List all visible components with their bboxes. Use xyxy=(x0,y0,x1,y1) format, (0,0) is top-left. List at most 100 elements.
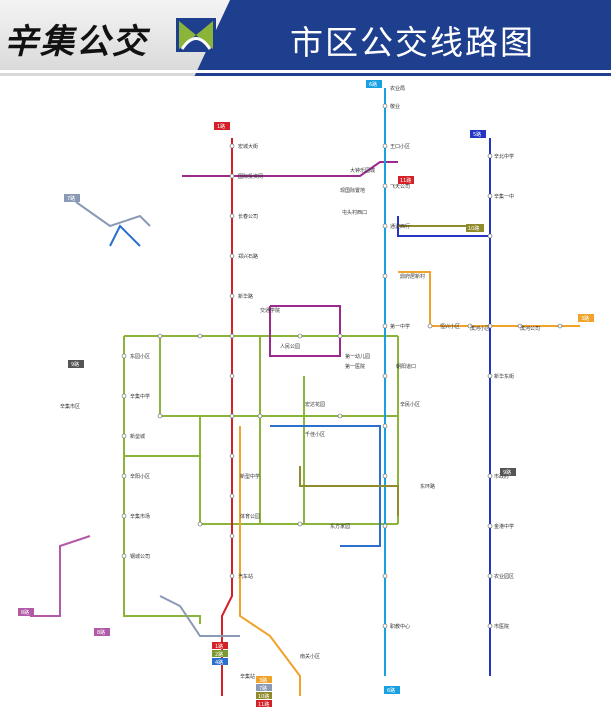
station-label: 金港中学 xyxy=(494,523,514,530)
header-right-panel xyxy=(270,0,611,76)
route-badge-label: 6路 xyxy=(387,687,395,694)
route-badge-label: 11路 xyxy=(258,701,269,708)
route-badge xyxy=(256,684,272,691)
station-label: 恒兴小区 xyxy=(440,323,460,330)
station-label: 新垒城 xyxy=(130,433,145,440)
route-badge xyxy=(212,658,228,665)
station-label: 第一幼儿园 xyxy=(345,353,370,360)
route-badge xyxy=(212,650,228,657)
station-label: 东环路 xyxy=(420,483,435,490)
header-banner: 辛集公交 市区公交线路图 xyxy=(0,0,611,76)
station-label: 新型中学 xyxy=(240,473,260,480)
station-label: 市医院 xyxy=(494,623,509,630)
route-badge-label: 9路 xyxy=(71,361,79,368)
station-label: 宏达花园 xyxy=(305,401,325,408)
route-badge xyxy=(64,194,80,202)
route-badge-label: 2路 xyxy=(215,651,223,658)
station-label: 人民公园 xyxy=(280,344,300,350)
station-label: 屯头村西口 xyxy=(342,209,367,216)
station-label: 体育公园 xyxy=(240,513,260,520)
station-label: 钢城公司 xyxy=(130,553,150,560)
station-label: 宏城大街 xyxy=(238,143,258,150)
brand-name: 辛集公交 xyxy=(4,22,148,62)
route-badge xyxy=(366,80,382,88)
route-badge xyxy=(68,360,84,368)
station-label: 新华路 xyxy=(238,293,253,300)
station-label: 汽车站 xyxy=(238,573,253,580)
bus-logo-icon xyxy=(176,18,216,52)
route-badge-label: 3路 xyxy=(581,315,589,322)
route-badge xyxy=(212,642,228,649)
route-badge xyxy=(18,608,34,616)
route-badge-label: 5路 xyxy=(473,131,481,138)
station-label: 辛集市场 xyxy=(130,513,150,520)
station-label: 飞天公司 xyxy=(390,184,410,190)
page-title: 市区公交线路图 xyxy=(290,23,535,62)
route-line-5 xyxy=(397,138,491,676)
station-label: 辛集一中 xyxy=(494,193,514,200)
station-label: 辛北中学 xyxy=(494,153,514,160)
route-line-2 xyxy=(182,161,398,357)
station-label: 滨河公司 xyxy=(520,325,540,332)
station-label: 东园小区 xyxy=(130,353,150,360)
station-label: 南关小区 xyxy=(300,653,320,660)
station-label: 第一中学 xyxy=(390,323,410,330)
route-badge-label: 3路 xyxy=(259,677,267,684)
route-badge-label: 10路 xyxy=(258,693,269,700)
route-badge xyxy=(256,700,272,707)
route-line-4 xyxy=(109,224,381,547)
station-label: 职教中心 xyxy=(390,623,410,630)
route-badge xyxy=(214,122,230,130)
route-badge-label: 6路 xyxy=(369,81,377,88)
route-badge-label: 8路 xyxy=(21,609,29,616)
route-line-10 xyxy=(299,225,470,516)
route-badge-label: 7路 xyxy=(259,685,267,692)
route-badge-label: 10路 xyxy=(468,225,479,232)
route-badge-label: 8路 xyxy=(97,629,105,636)
route-badge-label: 9路 xyxy=(503,469,511,476)
route-badge-label: 1路 xyxy=(217,123,225,130)
station-label: 辛集中学 xyxy=(130,393,150,400)
station-label: 王口小区 xyxy=(390,143,410,150)
route-line-3 xyxy=(239,271,580,696)
route-badge xyxy=(578,314,594,322)
route-badge xyxy=(384,686,400,694)
route-badge-label: 7路 xyxy=(67,195,75,202)
station-label: 辛民小区 xyxy=(400,401,420,408)
route-line-8 xyxy=(30,535,91,617)
station-label: 东方家园 xyxy=(330,523,350,530)
station-label: 滨河小区 xyxy=(470,325,490,332)
route-badge xyxy=(500,468,516,476)
route-badges: 1路 6路 5路 7路 11路 10路 3路 9路 9路 8路 8路 1路 2路… xyxy=(18,80,594,708)
station-label: 鼎府居新村 xyxy=(400,273,425,280)
station-markers xyxy=(121,103,563,629)
station-label: 国际投资网 xyxy=(238,173,263,180)
station-label: 农业园区 xyxy=(494,573,514,580)
station-label: 郑兴石路 xyxy=(238,253,258,260)
station-label: 大钟乐园城 xyxy=(350,167,375,174)
route-badge-label: 1路 xyxy=(215,643,223,650)
station-label: 交通学院 xyxy=(260,307,280,314)
route-badge xyxy=(256,676,272,683)
station-label: 新华东街 xyxy=(494,373,514,380)
route-badge-label: 4路 xyxy=(215,659,223,666)
station-label: 朝阳道口 xyxy=(396,363,416,370)
station-label: 现国际置地 xyxy=(340,187,365,194)
station-label: 辛阳小区 xyxy=(130,473,150,480)
route-badge xyxy=(398,176,414,184)
route-badge-label: 11路 xyxy=(400,177,411,184)
main-grid-routes xyxy=(123,335,399,624)
station-label: 千佳小区 xyxy=(305,431,325,438)
route-map: 农业局 敬业 王口小区 飞天公司 大钟乐园城 通波西行 现国际置地 屯头村西口 … xyxy=(18,80,594,708)
station-labels: 农业局 敬业 王口小区 飞天公司 大钟乐园城 通波西行 现国际置地 屯头村西口 … xyxy=(60,85,540,680)
route-badge xyxy=(470,130,486,138)
station-label: 第一医院 xyxy=(345,363,365,370)
route-badge xyxy=(94,628,110,636)
station-label: 辛集市区 xyxy=(60,403,80,410)
station-label: 市政府 xyxy=(494,473,509,480)
station-label: 通波西行 xyxy=(390,223,410,230)
station-label: 长春公司 xyxy=(238,213,258,220)
station-label: 农业局 xyxy=(390,85,405,92)
route-badge xyxy=(466,224,484,232)
